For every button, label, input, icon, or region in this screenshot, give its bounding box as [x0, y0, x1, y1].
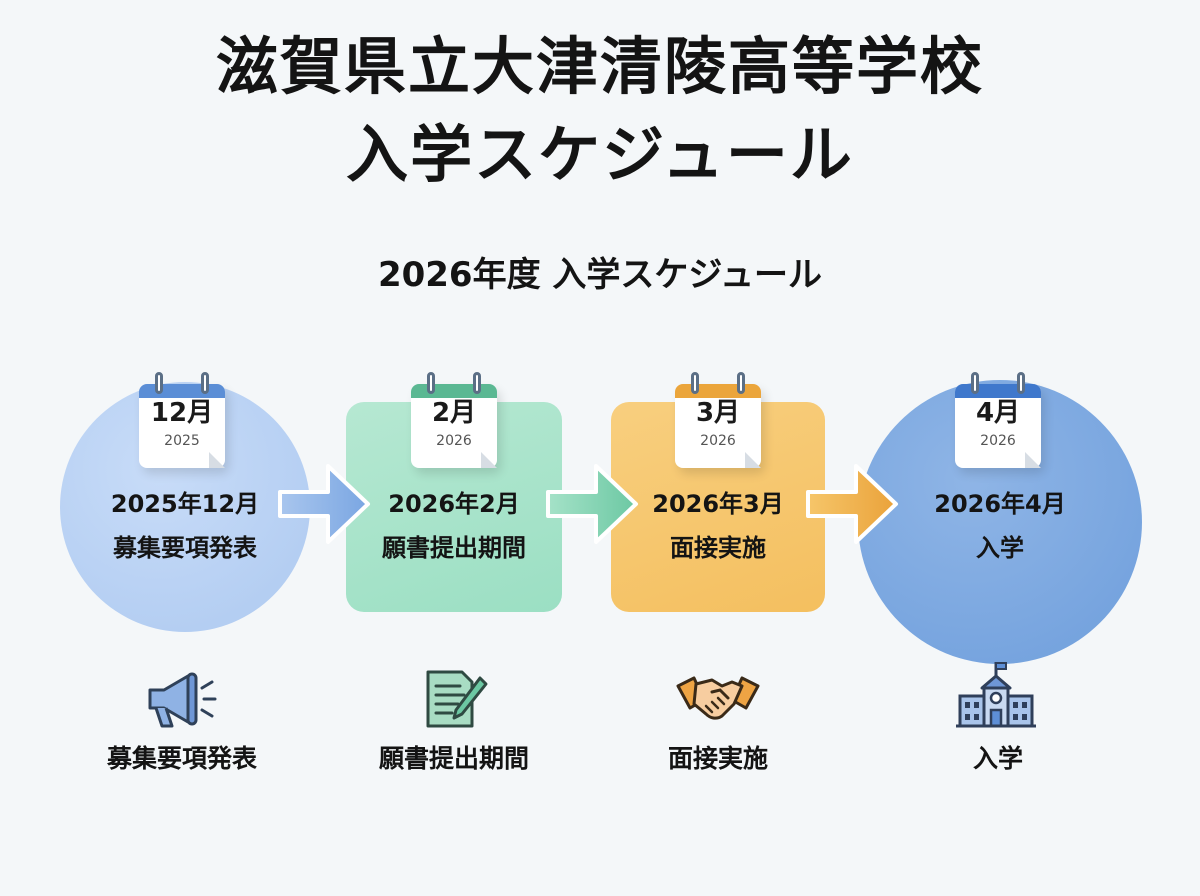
calendar-year: 2025 [164, 433, 200, 449]
step-date: 2026年2月 [388, 490, 520, 518]
step-event: 願書提出期間 [382, 534, 526, 562]
step-date: 2026年3月 [652, 490, 784, 518]
calendar-icon: 4月 2026 [955, 372, 1041, 468]
school-building-icon [956, 662, 1036, 728]
calendar-year: 2026 [700, 433, 736, 449]
step-date: 2025年12月 [110, 490, 260, 518]
step-4-text: 2026年4月 入学 [858, 482, 1142, 570]
calendar-month: 12月 [150, 398, 214, 428]
arrow-right-icon [546, 464, 638, 544]
step-4-label: 入学 [972, 744, 1023, 773]
calendar-month: 2月 [431, 398, 477, 428]
handshake-icon [676, 676, 760, 720]
page-title: 滋賀県立大津清陵高等学校 [215, 30, 984, 103]
calendar-year: 2026 [436, 433, 472, 449]
step-event: 面接実施 [670, 534, 766, 562]
document-pen-icon [426, 670, 488, 728]
calendar-icon: 12月 2025 [139, 372, 225, 468]
step-1-text: 2025年12月 募集要項発表 [60, 482, 310, 570]
calendar-month: 3月 [695, 398, 741, 428]
page-subtitle: 2026年度 入学スケジュール [377, 255, 823, 295]
arrow-right-icon [806, 464, 898, 544]
calendar-icon: 3月 2026 [675, 372, 761, 468]
step-3-text: 2026年3月 面接実施 [611, 482, 825, 570]
step-event: 募集要項発表 [113, 534, 257, 562]
step-date: 2026年4月 [934, 490, 1066, 518]
page-title-line2: 入学スケジュール [346, 118, 854, 191]
step-2-text: 2026年2月 願書提出期間 [346, 482, 562, 570]
calendar-month: 4月 [975, 398, 1021, 428]
megaphone-icon [148, 672, 217, 728]
step-2-label: 願書提出期間 [378, 744, 529, 773]
calendar-year: 2026 [980, 433, 1016, 449]
arrow-right-icon [278, 464, 370, 544]
step-3-label: 面接実施 [667, 744, 768, 773]
step-1-label: 募集要項発表 [106, 744, 257, 773]
calendar-icon: 2月 2026 [411, 372, 497, 468]
step-event: 入学 [976, 534, 1024, 562]
